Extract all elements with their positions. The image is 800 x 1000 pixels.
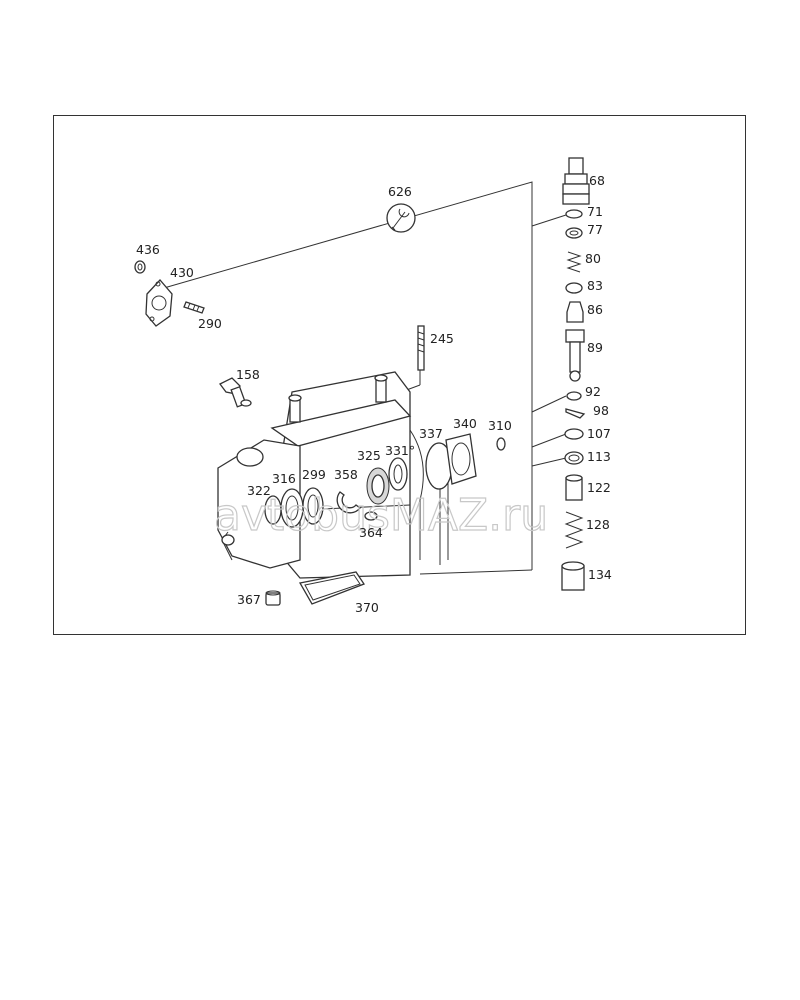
callout-labels: 68 71 77 80 83 86 89 92 98 107 113 122 1… [136,173,612,615]
leader-lines [156,181,567,575]
label-290: 290 [198,316,222,331]
label-436: 436 [136,242,160,257]
part-331 [388,457,408,491]
label-77: 77 [587,222,603,237]
part-83 [565,282,583,294]
label-358: 358 [334,467,358,482]
label-128: 128 [586,517,610,532]
part-77 [565,227,583,239]
part-290 [183,301,205,314]
label-89: 89 [587,340,603,355]
label-325: 325 [357,448,381,463]
part-358 [336,491,361,514]
label-113: 113 [587,449,611,464]
part-71 [565,209,583,219]
label-122: 122 [587,480,611,495]
part-436 [134,260,146,274]
part-325 [366,467,390,505]
part-92 [566,391,582,401]
label-337: 337 [419,426,443,441]
label-158: 158 [236,367,260,382]
label-299: 299 [302,467,326,482]
label-322: 322 [247,483,271,498]
label-430: 430 [170,265,194,280]
diagram-frame [53,115,746,635]
part-86 [566,301,584,323]
part-80 [566,251,582,273]
label-71: 71 [587,204,603,219]
part-89 [565,329,585,382]
part-364 [364,511,378,521]
pump-housing [217,371,449,579]
part-122 [565,474,583,501]
label-83: 83 [587,278,603,293]
label-340: 340 [453,416,477,431]
label-626: 626 [388,184,412,199]
part-245 [417,325,425,371]
label-364: 364 [359,525,383,540]
label-245: 245 [430,331,454,346]
label-134: 134 [588,567,612,582]
part-98 [565,408,586,419]
part-113 [564,451,584,465]
part-158 [219,377,252,408]
label-80: 80 [585,251,601,266]
part-299 [302,487,324,525]
part-340 [445,433,477,485]
part-134 [561,561,585,591]
part-370 [298,571,365,605]
part-107 [564,428,584,440]
wrench-icon [386,203,416,233]
label-107: 107 [587,426,611,441]
part-316 [280,488,304,528]
part-430 [145,279,173,327]
label-92: 92 [585,384,601,399]
label-316: 316 [272,471,296,486]
label-86: 86 [587,302,603,317]
part-367 [265,590,281,606]
part-128 [564,511,584,549]
label-331: 331° [385,443,415,458]
watermark-text: avtobusMAZ.ru [214,490,548,541]
label-68: 68 [589,173,605,188]
part-310 [496,437,506,451]
label-367: 367 [237,592,261,607]
part-68 [562,157,590,205]
label-370: 370 [355,600,379,615]
label-310: 310 [488,418,512,433]
label-98: 98 [593,403,609,418]
